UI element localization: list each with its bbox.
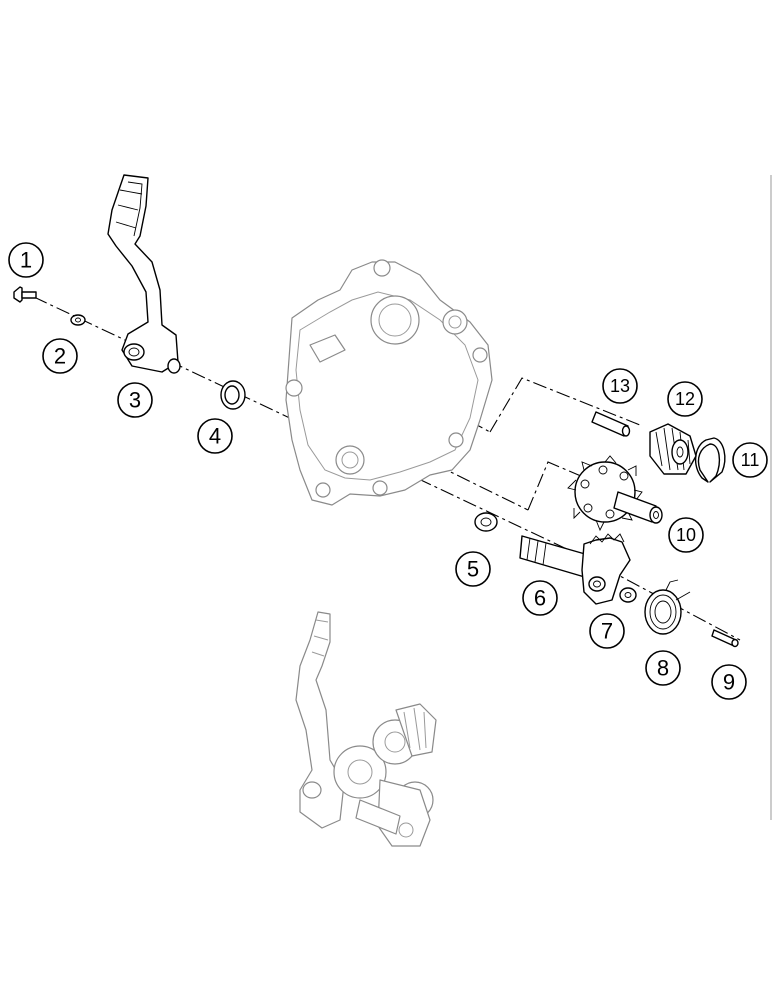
svg-text:6: 6 <box>534 586 546 611</box>
svg-text:12: 12 <box>675 389 695 409</box>
part-10-intermediate-gear <box>567 455 663 532</box>
assembled-overview <box>295 611 437 847</box>
callout-9: 9 <box>711 664 747 700</box>
engine-cover <box>285 259 493 506</box>
callout-3: 3 <box>117 382 153 418</box>
svg-text:4: 4 <box>209 424 221 449</box>
part-3-kick-starter-lever <box>107 174 181 374</box>
svg-text:5: 5 <box>467 557 479 582</box>
svg-text:2: 2 <box>54 344 66 369</box>
part-7-washer <box>619 587 637 603</box>
callout-12: 12 <box>667 381 703 417</box>
part-6-kick-starter-shaft <box>519 533 631 605</box>
part-11-circlip <box>695 437 726 483</box>
callout-13: 13 <box>602 368 638 404</box>
svg-text:3: 3 <box>129 388 141 413</box>
part-13-pin <box>591 411 631 437</box>
part-8-kick-starter-spring <box>644 579 691 635</box>
svg-text:11: 11 <box>741 450 760 470</box>
callout-11: 11 <box>732 442 768 478</box>
part-12-bevel-gear <box>649 423 697 475</box>
part-9-pin <box>711 629 739 648</box>
callout-1: 1 <box>8 242 44 278</box>
part-2-washer <box>70 314 86 326</box>
svg-text:10: 10 <box>676 525 696 545</box>
callout-7: 7 <box>589 613 625 649</box>
callout-5: 5 <box>455 551 491 587</box>
callout-10: 10 <box>668 517 704 553</box>
svg-text:9: 9 <box>723 670 735 695</box>
part-1-screw <box>13 286 37 303</box>
svg-text:13: 13 <box>610 376 630 396</box>
svg-text:8: 8 <box>657 656 669 681</box>
part-4-shaft-seal <box>220 380 246 410</box>
svg-text:7: 7 <box>601 619 613 644</box>
callout-2: 2 <box>42 338 78 374</box>
callout-8: 8 <box>645 650 681 686</box>
part-5-washer <box>474 512 498 532</box>
callout-4: 4 <box>197 418 233 454</box>
svg-text:1: 1 <box>20 248 32 273</box>
callout-6: 6 <box>522 580 558 616</box>
